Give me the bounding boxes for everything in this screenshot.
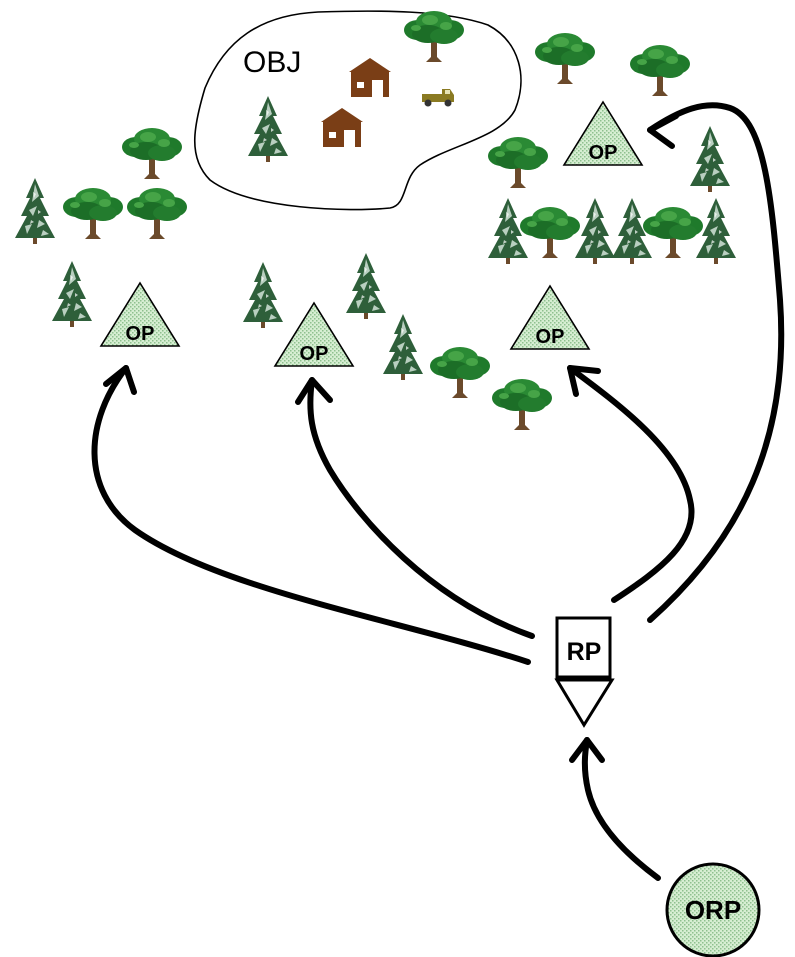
arrows bbox=[91, 102, 785, 881]
rp-flag bbox=[555, 616, 612, 679]
deciduous-tree-icon bbox=[488, 137, 548, 188]
deciduous-tree-icon bbox=[492, 379, 552, 430]
objective-label: OBJ bbox=[243, 46, 301, 79]
rp-marker: RP bbox=[554, 616, 615, 728]
objective-boundary bbox=[194, 10, 522, 211]
arrowhead bbox=[569, 737, 605, 763]
arrowhead bbox=[647, 113, 679, 149]
deciduous-tree-icon bbox=[404, 11, 464, 62]
arrowhead bbox=[295, 377, 333, 405]
objective-area: OBJ bbox=[194, 10, 522, 211]
arrow-orp-to-rp bbox=[581, 737, 661, 881]
op-label: OP bbox=[589, 142, 618, 164]
pine-tree-icon bbox=[243, 262, 283, 328]
op-label: OP bbox=[300, 343, 329, 365]
pine-tree-icon bbox=[696, 198, 736, 264]
op-marker-1: OP bbox=[99, 281, 181, 347]
deciduous-tree-icon bbox=[122, 128, 182, 179]
deciduous-tree-icon bbox=[535, 33, 595, 84]
deciduous-tree-icon bbox=[63, 188, 123, 239]
op-marker-4: OP bbox=[562, 100, 644, 166]
rp-pointer bbox=[554, 678, 615, 728]
orp-marker: ORP bbox=[665, 862, 761, 957]
pine-tree-icon bbox=[52, 261, 92, 327]
deciduous-tree-icon bbox=[430, 347, 490, 398]
pine-tree-icon bbox=[575, 198, 615, 264]
rp-label: RP bbox=[567, 638, 602, 666]
arrowhead bbox=[103, 365, 137, 395]
op-marker-3: OP bbox=[509, 284, 591, 350]
arrow-rp-to-op-4 bbox=[647, 102, 785, 623]
arrowhead bbox=[567, 365, 601, 397]
orp-label: ORP bbox=[685, 895, 741, 925]
building-icon bbox=[321, 108, 363, 147]
deciduous-tree-icon bbox=[520, 207, 580, 258]
deciduous-tree-icon bbox=[127, 188, 187, 239]
pine-tree-icon bbox=[690, 126, 730, 192]
left-woods bbox=[15, 128, 187, 327]
op-marker-2: OP bbox=[273, 301, 355, 367]
pine-tree-icon bbox=[248, 96, 288, 162]
op-label: OP bbox=[126, 323, 155, 345]
building-icon bbox=[349, 58, 391, 97]
pine-tree-icon bbox=[383, 314, 423, 380]
pine-tree-icon bbox=[346, 253, 386, 319]
arrow-rp-to-op-3 bbox=[567, 365, 695, 603]
deciduous-tree-icon bbox=[630, 45, 690, 96]
arrow-rp-to-op-2 bbox=[307, 377, 535, 639]
op-label: OP bbox=[536, 326, 565, 348]
deciduous-tree-icon bbox=[643, 207, 703, 258]
arrow-rp-to-op-1 bbox=[91, 365, 531, 665]
pine-tree-icon bbox=[15, 178, 55, 244]
truck-icon bbox=[422, 89, 454, 107]
